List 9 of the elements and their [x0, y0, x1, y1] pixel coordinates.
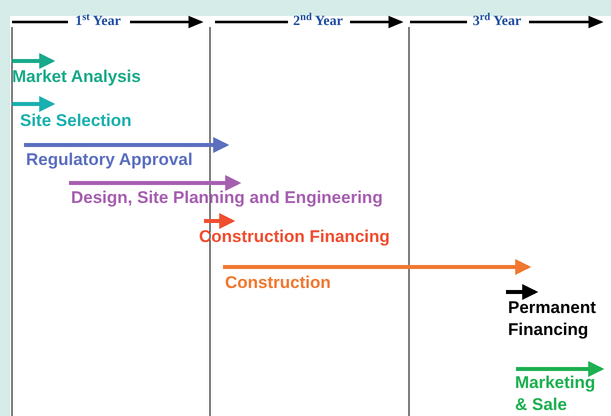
- activity-label: Market Analysis: [12, 66, 141, 88]
- activity-label: Site Selection: [20, 110, 132, 132]
- activity-label: Regulatory Approval: [26, 149, 193, 171]
- activity-label: Marketing & Sale: [515, 372, 596, 416]
- year-label: 1$^{st}$ Year: [75, 13, 121, 31]
- year-label: 3$^{rd}$ Year: [472, 13, 522, 31]
- year-label: 2$^{nd}$ Year: [293, 13, 343, 31]
- activity-label: Permanent Financing: [508, 297, 597, 341]
- activity-label: Construction: [225, 272, 331, 294]
